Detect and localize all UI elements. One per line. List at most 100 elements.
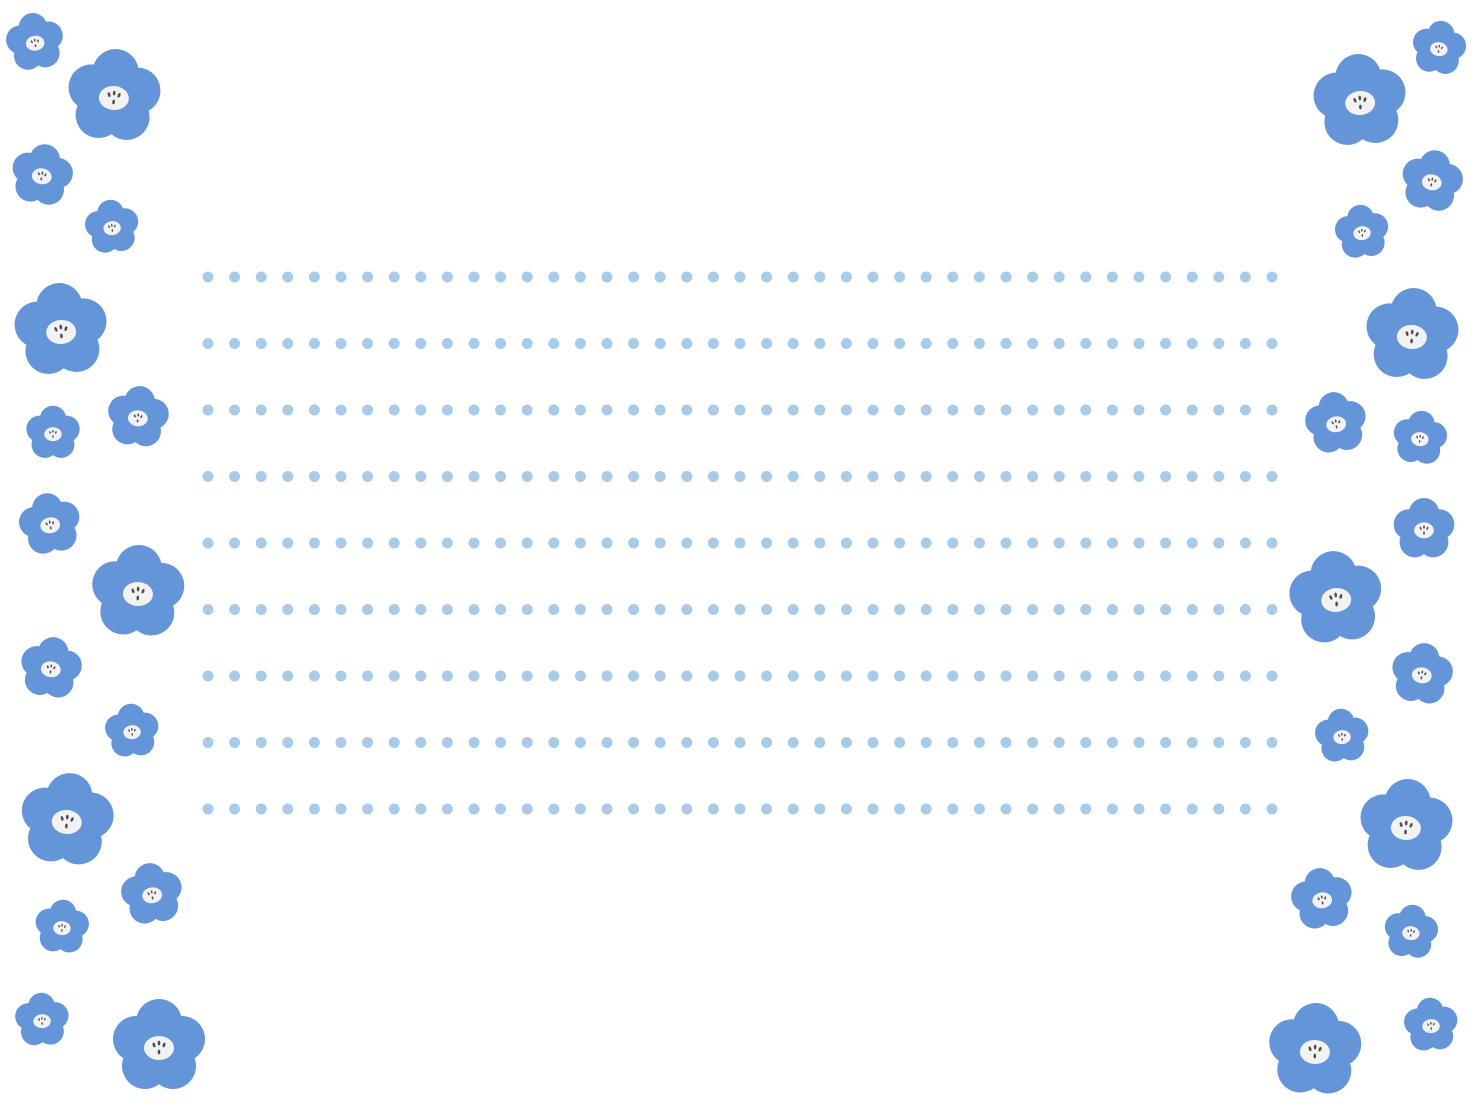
flower-seed	[141, 588, 145, 594]
line-dot	[947, 737, 959, 748]
flower-seed	[1413, 930, 1415, 934]
flower-seed	[40, 177, 43, 181]
flower-seed	[64, 925, 66, 928]
line-dot	[255, 737, 267, 748]
line-dot	[1213, 404, 1225, 416]
line-dot	[415, 803, 427, 815]
line-dot	[1000, 471, 1012, 482]
line-dot	[335, 803, 347, 815]
flower-center	[1411, 667, 1432, 684]
line-dot	[468, 338, 480, 349]
line-dot	[787, 404, 799, 416]
line-dot	[1053, 271, 1065, 283]
flower-center	[1326, 416, 1347, 433]
flower	[33, 897, 91, 954]
line-dot	[229, 404, 241, 416]
line-dot	[681, 670, 693, 682]
line-dot	[894, 537, 906, 549]
line-dot	[973, 670, 985, 682]
flower-seed	[147, 892, 150, 896]
line-dot	[415, 404, 427, 416]
flower-seed	[1334, 419, 1337, 423]
line-dot	[308, 670, 320, 682]
flower-seed	[1313, 1044, 1317, 1050]
line-dot	[840, 537, 852, 549]
line-dot	[894, 404, 906, 416]
flower	[1387, 639, 1457, 707]
line-dot	[308, 471, 320, 482]
flower-seed	[1344, 733, 1346, 737]
flower-seed	[136, 586, 140, 592]
line-dot	[814, 404, 826, 416]
line-dot	[867, 271, 879, 283]
flower-seed	[65, 814, 69, 820]
line-dot	[1213, 604, 1225, 615]
line-dot	[920, 271, 932, 283]
line-dot	[362, 338, 374, 349]
line-dot	[548, 737, 560, 748]
flower-center	[127, 410, 148, 427]
line-dot	[468, 537, 480, 549]
flower	[1310, 50, 1409, 148]
flower	[104, 382, 172, 449]
line-dot	[894, 803, 906, 815]
flower-seed	[60, 816, 64, 821]
line-dot	[202, 537, 214, 549]
line-dot	[1213, 737, 1225, 748]
line-dot	[335, 338, 347, 349]
flower-seed	[1358, 95, 1362, 101]
dotted-line	[202, 737, 1278, 748]
flower	[65, 45, 164, 143]
line-dot	[628, 537, 640, 549]
line-dot	[654, 604, 666, 615]
line-dot	[1160, 404, 1172, 416]
line-dot	[947, 404, 959, 416]
line-dot	[202, 737, 214, 748]
line-dot	[973, 803, 985, 815]
flower-seed	[1363, 97, 1367, 102]
flower-center	[98, 85, 129, 111]
line-dot	[1239, 271, 1251, 283]
line-dot	[548, 537, 560, 549]
line-dot	[202, 803, 214, 815]
line-dot	[229, 271, 241, 283]
line-dot	[734, 471, 746, 482]
flower-seed	[45, 522, 48, 526]
flower-seed	[1361, 228, 1363, 232]
line-dot	[574, 271, 586, 283]
line-dot	[761, 537, 773, 549]
line-dot	[1186, 537, 1198, 549]
flower-center	[1402, 926, 1420, 941]
line-dot	[1213, 537, 1225, 549]
flower-seed	[58, 924, 60, 928]
dotted-line	[202, 604, 1278, 615]
line-dot	[920, 803, 932, 815]
line-dot	[415, 537, 427, 549]
flower	[14, 991, 70, 1046]
line-dot	[947, 471, 959, 482]
line-dot	[1106, 670, 1118, 682]
line-dot	[468, 803, 480, 815]
flower-seed	[44, 173, 47, 177]
line-dot	[1239, 471, 1251, 482]
line-dot	[1000, 604, 1012, 615]
flower-seed	[152, 1042, 156, 1048]
flower-seed	[1417, 671, 1420, 675]
line-dot	[548, 803, 560, 815]
flower-seed	[1317, 897, 1320, 901]
line-dot	[495, 404, 507, 416]
line-dot	[840, 737, 852, 748]
flower-seed	[34, 44, 37, 48]
line-dot	[229, 604, 241, 615]
line-dot	[468, 604, 480, 615]
flower	[1393, 497, 1455, 558]
flower-seed	[107, 92, 111, 97]
line-dot	[415, 670, 427, 682]
line-dot	[707, 737, 719, 748]
flower-seed	[137, 413, 140, 417]
line-dot	[628, 670, 640, 682]
line-dot	[867, 338, 879, 349]
flower-seed	[64, 326, 68, 331]
flower-seed	[136, 595, 140, 601]
line-dot	[1106, 803, 1118, 815]
